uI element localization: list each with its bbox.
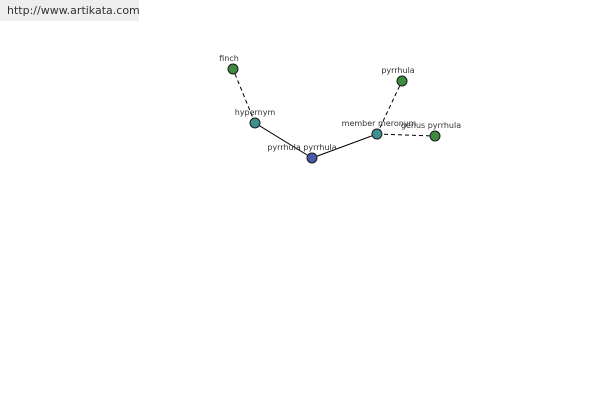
node-label: hypernym (235, 108, 276, 117)
edge-member-meronym-pyrrhula (376, 80, 403, 135)
node-pyrrhula[interactable]: pyrrhula (381, 66, 415, 87)
node-dot[interactable] (429, 130, 441, 142)
node-dot[interactable] (227, 63, 239, 75)
node-dot[interactable] (306, 152, 318, 164)
node-genus-pyrrhula[interactable]: genus pyrrhula (401, 121, 461, 142)
watermark-url[interactable]: http://www.artikata.com (0, 0, 140, 21)
edge-hypernym-finch (232, 68, 256, 124)
node-label: finch (219, 54, 239, 63)
node-member-meronym[interactable]: member meronym (342, 119, 417, 140)
node-label: genus pyrrhula (401, 121, 461, 130)
node-dot[interactable] (249, 117, 261, 129)
edge-center-hypernym (254, 122, 313, 159)
node-finch[interactable]: finch (219, 54, 239, 75)
node-dot[interactable] (371, 128, 383, 140)
graph-nodes: pyrrhula pyrrhula hypernym finch member … (219, 54, 461, 164)
node-pyrrhula-pyrrhula[interactable]: pyrrhula pyrrhula (267, 143, 337, 164)
node-label: member meronym (342, 119, 417, 128)
node-label: pyrrhula (381, 66, 414, 75)
edge-center-member-meronym (311, 133, 378, 159)
graph-edges (232, 68, 436, 159)
edge-member-meronym-genus-pyrrhula (376, 133, 436, 137)
node-label: pyrrhula pyrrhula (267, 143, 336, 152)
node-dot[interactable] (396, 75, 408, 87)
node-hypernym[interactable]: hypernym (235, 108, 276, 129)
